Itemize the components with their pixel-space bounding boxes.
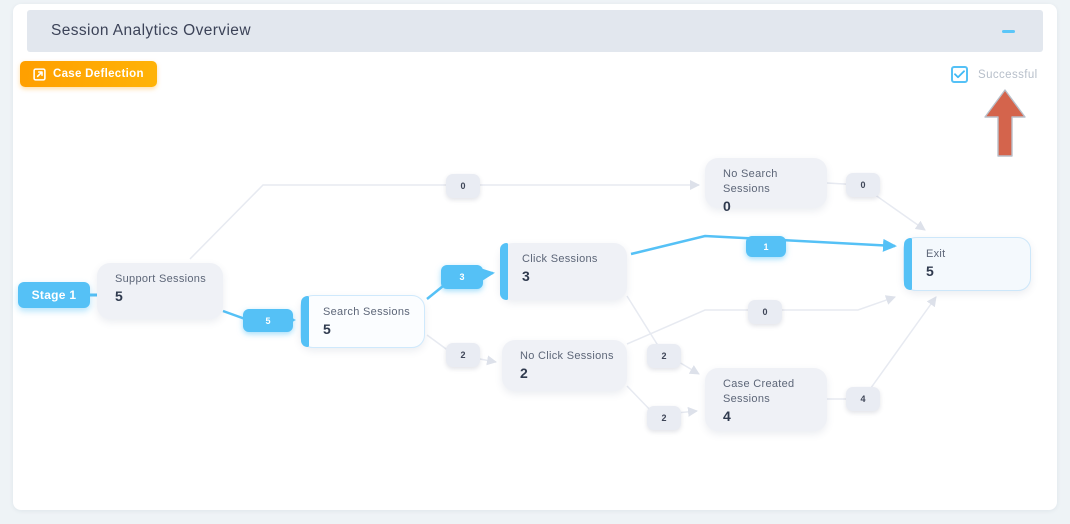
node-support-sessions[interactable]: Support Sessions 5 (97, 263, 223, 319)
case-deflection-button[interactable]: Case Deflection (20, 61, 157, 87)
session-analytics-card: Session Analytics Overview Case Deflecti… (13, 4, 1057, 510)
node-exit[interactable]: Exit 5 (903, 237, 1031, 291)
successful-checkbox[interactable] (951, 66, 968, 83)
edge-count-noclick-case: 2 (647, 406, 681, 430)
edge-count-click-case: 2 (647, 344, 681, 368)
node-accent-bar (301, 296, 309, 347)
node-label: No Search Sessions (723, 168, 778, 195)
node-value: 3 (522, 267, 530, 284)
card-header: Session Analytics Overview (27, 10, 1043, 52)
edge-click-exit (630, 234, 897, 256)
node-value: 4 (723, 407, 731, 424)
up-arrow-icon (983, 88, 1027, 163)
edge-count-case-exit: 4 (846, 387, 880, 411)
edge-count-noclick-exit: 0 (748, 300, 782, 324)
edge-count-support-nosearch: 0 (446, 174, 480, 198)
node-no-click-sessions[interactable]: No Click Sessions 2 (502, 340, 627, 391)
minus-icon (1001, 29, 1015, 33)
node-value: 0 (723, 197, 731, 214)
edge-count-search-click: 3 (441, 265, 483, 289)
node-click-sessions[interactable]: Click Sessions 3 (500, 243, 627, 300)
node-label: Search Sessions (323, 306, 411, 318)
external-link-icon (33, 67, 46, 81)
successful-filter: Successful (951, 66, 1038, 83)
check-icon (954, 70, 965, 79)
node-label: Support Sessions (115, 273, 207, 285)
edge-count-click-exit: 1 (746, 236, 786, 257)
edge-count-support-search: 5 (243, 309, 293, 332)
stage-1-pill[interactable]: Stage 1 (18, 282, 90, 308)
node-accent-bar (500, 243, 508, 300)
node-case-created-sessions[interactable]: Case Created Sessions 4 (705, 368, 827, 431)
case-deflection-label: Case Deflection (53, 68, 144, 80)
node-value: 2 (520, 364, 528, 381)
edge-case-exit (827, 296, 937, 400)
node-accent-bar (904, 238, 912, 290)
edge-count-search-noclick: 2 (446, 343, 480, 367)
node-value: 5 (926, 262, 934, 279)
node-no-search-sessions[interactable]: No Search Sessions 0 (705, 158, 827, 214)
node-label: Exit (926, 248, 946, 260)
page-title: Session Analytics Overview (51, 22, 251, 39)
node-label: Case Created Sessions (723, 378, 795, 405)
node-value: 5 (323, 320, 331, 337)
collapse-button[interactable] (997, 20, 1019, 42)
node-value: 5 (115, 287, 123, 304)
node-search-sessions[interactable]: Search Sessions 5 (300, 295, 425, 348)
node-label: No Click Sessions (520, 350, 614, 362)
edge-support-nosearch (189, 180, 700, 260)
edge-count-nosearch-exit: 0 (846, 173, 880, 197)
successful-label: Successful (978, 68, 1038, 81)
node-label: Click Sessions (522, 253, 598, 265)
